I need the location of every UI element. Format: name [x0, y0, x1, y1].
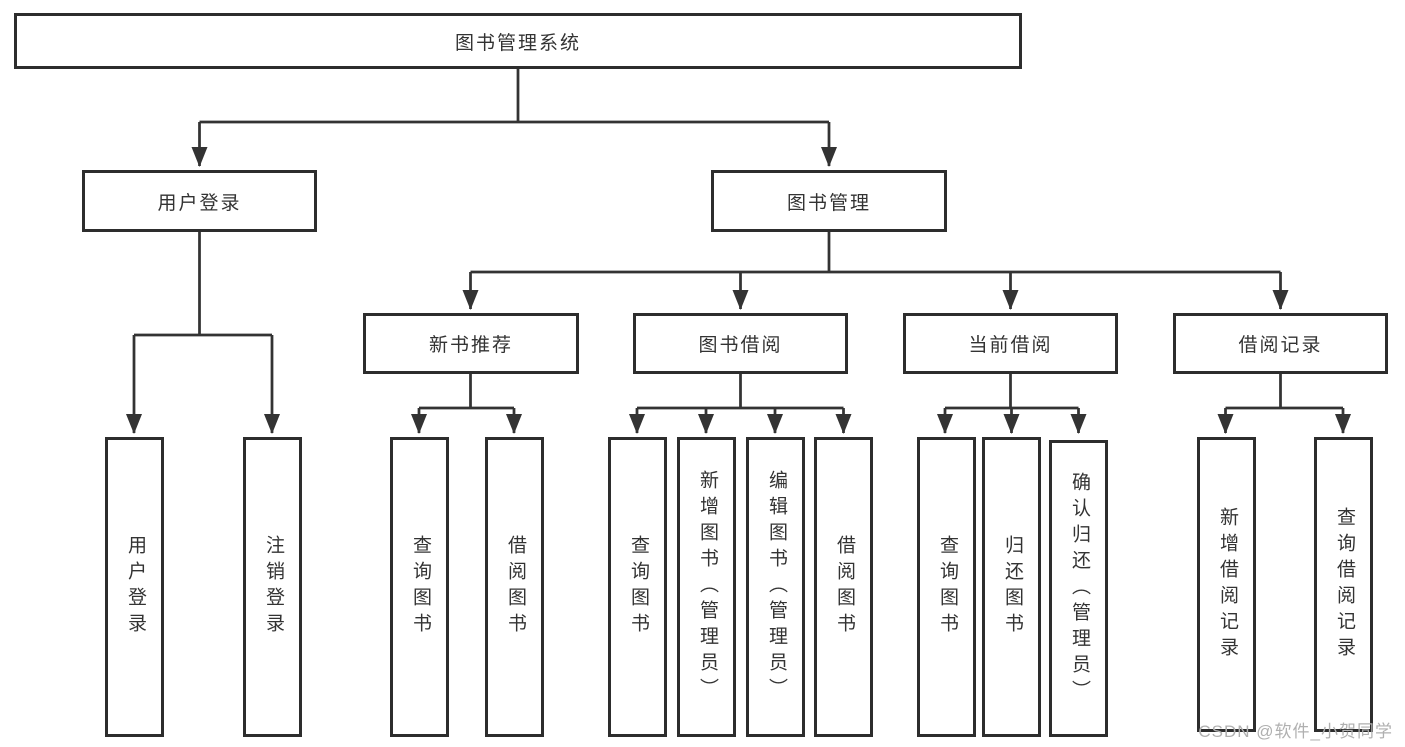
- node-label: 查询借阅记录: [1333, 506, 1355, 663]
- leaf-current-return-books: 归还图书: [982, 437, 1041, 737]
- node-book-management: 图书管理: [711, 170, 947, 232]
- node-label: 图书借阅: [698, 335, 783, 356]
- node-label: 新增借阅记录: [1216, 506, 1238, 663]
- connector-trunks: [134, 69, 1343, 410]
- node-label: 查询图书: [409, 535, 431, 639]
- node-label: 借阅图书: [504, 535, 526, 639]
- leaf-borrow-add-books-admin: 新增图书（管理员）: [677, 437, 736, 737]
- leaf-user-login: 用户登录: [105, 437, 164, 737]
- node-current-borrow: 当前借阅: [903, 313, 1118, 374]
- node-label: 查询图书: [627, 535, 649, 639]
- leaf-borrow-query-books: 查询图书: [608, 437, 667, 737]
- leaf-recommend-query-books: 查询图书: [390, 437, 449, 737]
- node-label: 图书管理系统: [454, 32, 581, 54]
- node-label: 确认归还（管理员）: [1068, 471, 1090, 706]
- node-label: 图书管理: [786, 192, 871, 214]
- node-borrow-records: 借阅记录: [1173, 313, 1388, 374]
- leaf-add-borrow-record: 新增借阅记录: [1197, 437, 1256, 732]
- node-label: 用户登录: [157, 192, 242, 214]
- node-label: 编辑图书（管理员）: [765, 470, 787, 704]
- leaf-borrow-borrow-books: 借阅图书: [814, 437, 873, 737]
- node-label: 借阅记录: [1238, 335, 1323, 356]
- leaf-recommend-borrow-books: 借阅图书: [485, 437, 544, 737]
- leaf-borrow-edit-books-admin: 编辑图书（管理员）: [746, 437, 805, 737]
- node-library-management-system: 图书管理系统: [14, 13, 1022, 69]
- leaf-current-query-books: 查询图书: [917, 437, 976, 737]
- node-label: 新增图书（管理员）: [696, 470, 718, 704]
- leaf-query-borrow-record: 查询借阅记录: [1314, 437, 1373, 732]
- node-label: 借阅图书: [833, 535, 855, 639]
- node-book-borrow: 图书借阅: [633, 313, 848, 374]
- node-label: 新书推荐: [428, 335, 513, 356]
- node-label: 当前借阅: [968, 335, 1053, 356]
- node-new-book-recommend: 新书推荐: [363, 313, 579, 374]
- node-label: 用户登录: [124, 535, 146, 639]
- node-label: 查询图书: [936, 535, 958, 639]
- node-label: 注销登录: [262, 535, 284, 639]
- node-label: 归还图书: [1001, 535, 1023, 639]
- leaf-logout: 注销登录: [243, 437, 302, 737]
- leaf-current-confirm-return-admin: 确认归还（管理员）: [1049, 440, 1108, 737]
- node-user-login: 用户登录: [82, 170, 317, 232]
